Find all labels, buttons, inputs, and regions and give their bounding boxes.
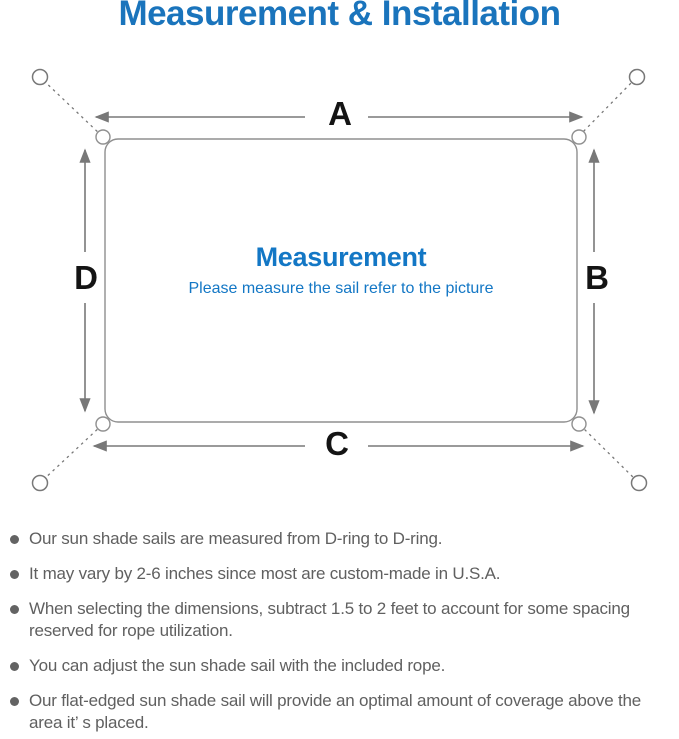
anchor-ring-icon <box>630 474 648 492</box>
rope-dashed-line <box>41 78 103 137</box>
list-item: Our flat-edged sun shade sail will provi… <box>10 690 677 734</box>
diagram-caption-subtitle: Please measure the sail refer to the pic… <box>188 280 494 297</box>
bullet-icon <box>10 697 19 706</box>
note-text: Our sun shade sails are measured from D-… <box>29 529 443 548</box>
dimension-label-a: A <box>328 95 352 132</box>
d-ring-icon <box>571 129 587 145</box>
list-item: When selecting the dimensions, subtract … <box>10 598 677 642</box>
list-item: You can adjust the sun shade sail with t… <box>10 655 677 677</box>
diagram-caption-heading: Measurement <box>255 242 427 272</box>
note-text: Our flat-edged sun shade sail will provi… <box>29 691 642 732</box>
note-text: When selecting the dimensions, subtract … <box>29 599 630 640</box>
note-text: You can adjust the sun shade sail with t… <box>29 656 446 675</box>
anchor-rings <box>31 68 648 492</box>
dimension-label-d: D <box>74 259 98 296</box>
rope-dashed-lines <box>41 78 638 482</box>
rope-dashed-line <box>579 424 638 482</box>
measurement-diagram-canvas <box>31 68 648 492</box>
bullet-icon <box>10 570 19 579</box>
dimension-label-c: C <box>325 425 349 462</box>
page-title: Measurement & Installation <box>118 0 561 33</box>
note-text: It may vary by 2-6 inches since most are… <box>29 564 501 583</box>
anchor-ring-icon <box>628 68 646 86</box>
d-ring-icon <box>571 416 587 432</box>
dimension-label-b: B <box>585 259 609 296</box>
dimension-arrows <box>79 111 600 452</box>
rope-dashed-line <box>41 424 103 482</box>
d-rings <box>95 129 587 432</box>
anchor-ring-icon <box>31 68 49 86</box>
sail-outline <box>104 138 578 423</box>
list-item: It may vary by 2-6 inches since most are… <box>10 563 677 585</box>
bullet-icon <box>10 662 19 671</box>
anchor-ring-icon <box>31 474 49 492</box>
d-ring-icon <box>95 129 111 145</box>
rope-dashed-line <box>578 78 636 137</box>
diagram-caption: Measurement Please measure the sail refe… <box>105 242 577 298</box>
list-item: Our sun shade sails are measured from D-… <box>10 528 677 550</box>
notes-list: Our sun shade sails are measured from D-… <box>10 528 677 739</box>
bullet-icon <box>10 605 19 614</box>
bullet-icon <box>10 535 19 544</box>
d-ring-icon <box>95 416 111 432</box>
